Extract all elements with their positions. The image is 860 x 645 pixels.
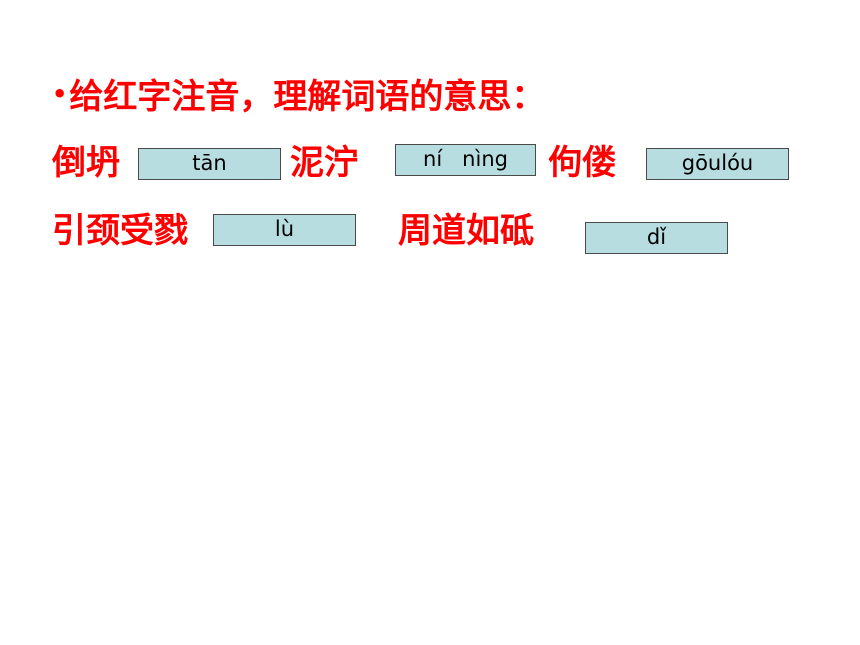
- pinyin-box-2: ní nìng: [395, 144, 536, 176]
- word-4: 引颈受戮: [52, 211, 188, 251]
- instruction-text: 给红字注音，理解词语的意思：: [69, 77, 546, 117]
- bullet-point: •: [52, 80, 68, 108]
- word-3: 佝偻: [548, 143, 616, 183]
- pinyin-box-1: tān: [138, 148, 281, 180]
- word-5: 周道如砥: [398, 211, 534, 251]
- word-1: 倒坍: [52, 143, 120, 183]
- pinyin-box-3: gōulóu: [646, 148, 789, 180]
- pinyin-box-4: lù: [213, 214, 356, 246]
- instruction-line: •给红字注音，理解词语的意思：: [52, 74, 545, 117]
- word-2: 泥泞: [290, 143, 358, 183]
- pinyin-box-5: dǐ: [585, 222, 728, 254]
